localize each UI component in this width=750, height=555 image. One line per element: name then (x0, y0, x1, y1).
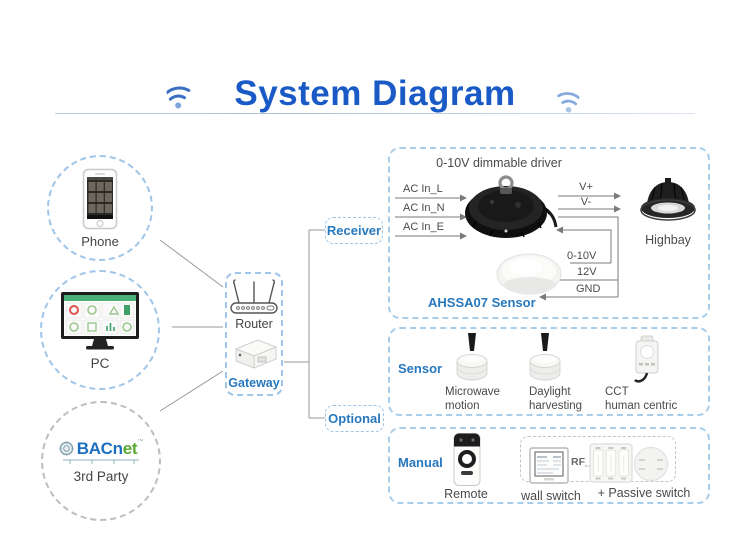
manual-box-label: Manual (398, 455, 443, 470)
ac-in-l-label: AC In_L (403, 183, 443, 195)
receiver-label: Receiver (326, 223, 382, 238)
cct-sensor-icon (634, 335, 659, 383)
remote-icon (453, 433, 481, 486)
v-plus-label: V+ (579, 181, 593, 193)
daylight-harvesting-sensor-icon (529, 333, 561, 381)
bacnet-text-green: et (122, 438, 138, 458)
pc-icon (61, 291, 139, 349)
router-gateway-box: Router Gateway (225, 272, 283, 396)
third-party-label: 3rd Party (73, 468, 129, 484)
remote-label: Remote (444, 487, 488, 501)
bacnet-gear-icon (59, 441, 74, 456)
passive-switch-icon (633, 446, 669, 482)
wire-0-10v-label: 0-10V (567, 250, 597, 262)
wifi-left-icon (165, 86, 191, 109)
wifi-right-icon (557, 92, 581, 113)
gateway-icon (234, 338, 278, 369)
bacnet-logo: BACnet™ (59, 438, 144, 459)
phone-icon (82, 168, 118, 229)
ahssa07-sensor-label: AHSSA07 Sensor (428, 295, 536, 310)
led-driver-icon (465, 175, 558, 238)
title-underline (55, 113, 695, 114)
receiver-chip: Receiver (325, 217, 383, 244)
optional-chip: Optional (325, 405, 384, 432)
phone-node: Phone (47, 155, 153, 261)
phone-label: Phone (81, 233, 119, 249)
third-party-node: BACnet™ 3rd Party (41, 401, 161, 521)
wire-12v-label: 12V (577, 266, 597, 278)
optional-label: Optional (328, 411, 381, 426)
bacnet-underline (63, 459, 139, 464)
driver-box-title: 0-10V dimmable driver (436, 156, 562, 170)
sensor-box-label: Sensor (398, 361, 443, 376)
manual-box: Manual Remote RF (388, 427, 710, 504)
ac-in-e-label: AC In_E (403, 221, 444, 233)
driver-box: 0-10V dimmable driver AC In_L AC In_N AC… (388, 147, 710, 319)
pc-label: PC (90, 355, 110, 371)
wire-gnd-label: GND (576, 283, 601, 295)
ahssa07-sensor-icon (496, 253, 562, 295)
wall-switch-label: wall switch (521, 489, 581, 503)
rf-label: RF (571, 456, 585, 468)
bacnet-trademark: ™ (137, 438, 144, 445)
highbay-icon (640, 178, 696, 221)
three-gang-switch-icon (589, 443, 633, 483)
pc-node: PC (40, 270, 160, 390)
bacnet-text-blue: BACn (76, 438, 123, 458)
wall-switch-icon (529, 447, 569, 484)
highbay-label: Highbay (645, 233, 691, 247)
passive-switch-label: + Passive switch (597, 486, 691, 500)
ac-in-n-label: AC In_N (403, 202, 445, 214)
router-label: Router (235, 316, 273, 331)
gateway-label: Gateway (228, 375, 280, 390)
page-title: System Diagram (234, 74, 516, 113)
microwave-motion-sensor-icon (456, 333, 488, 381)
v-minus-label: V- (580, 196, 592, 208)
router-icon (230, 278, 278, 314)
